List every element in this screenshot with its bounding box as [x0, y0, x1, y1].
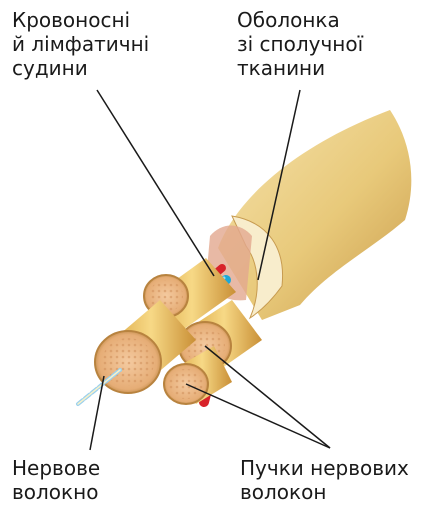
leader-bundle-b [186, 384, 330, 448]
label-connective-sheath: Оболонка зі сполучної тканини [237, 8, 363, 80]
leader-vessels [97, 90, 214, 276]
label-nerve-fiber-bundles: Пучки нервових волокон [240, 456, 409, 504]
label-nerve-fiber: Нервове волокно [12, 456, 100, 504]
leader-bundle-a [205, 346, 330, 448]
label-blood-lymph-vessels: Кровоносні й лімфатичні судини [12, 8, 149, 80]
